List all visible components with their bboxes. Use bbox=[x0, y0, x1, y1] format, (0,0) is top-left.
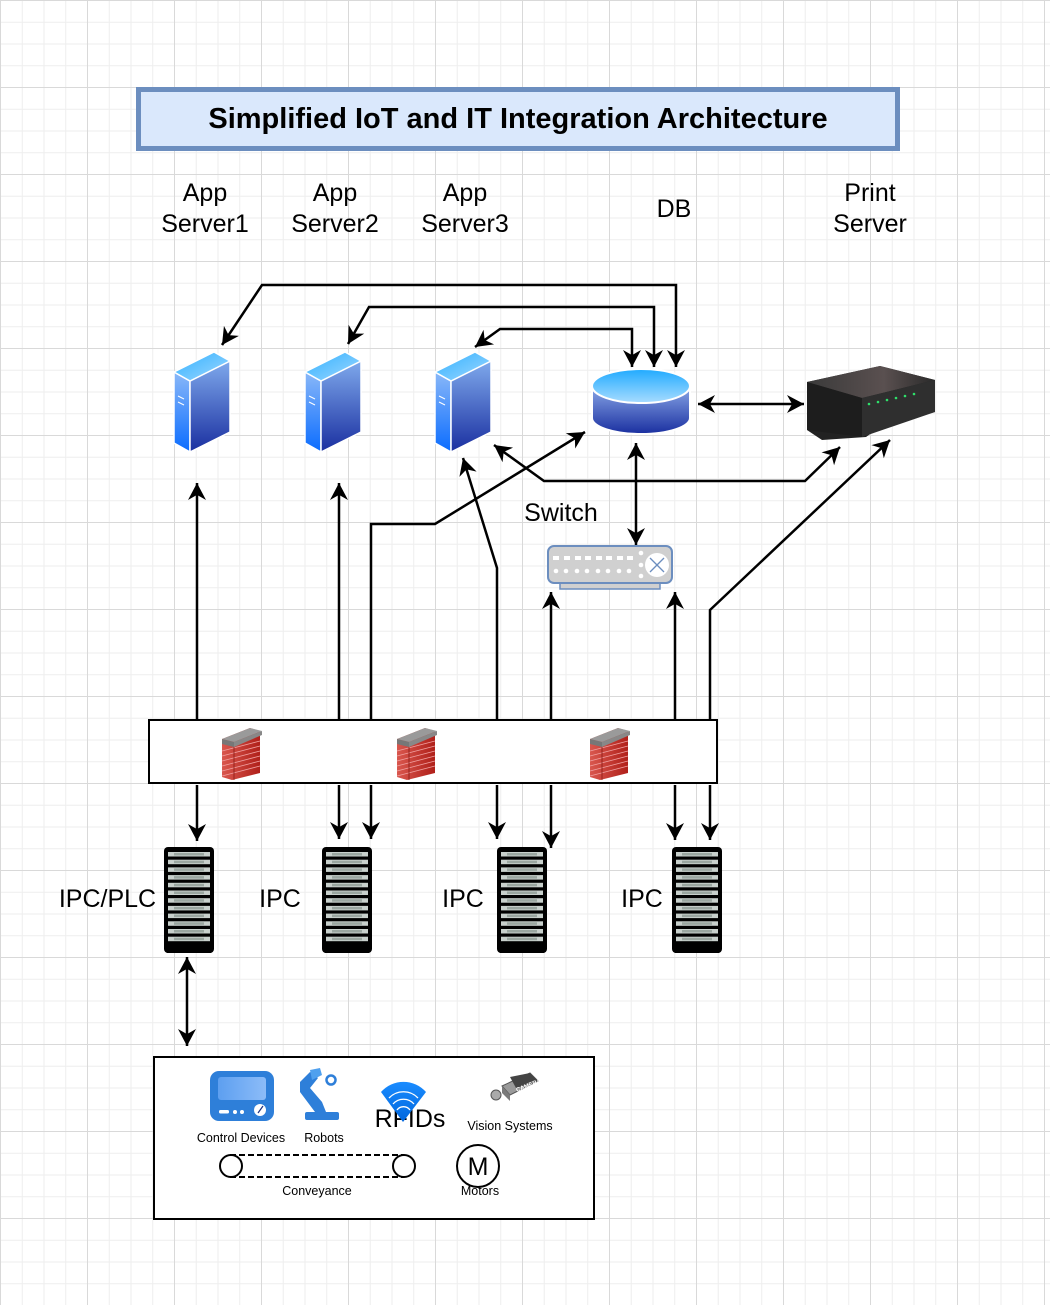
vision-systems-label: Vision Systems bbox=[467, 1119, 553, 1133]
conveyance-label: Conveyance bbox=[282, 1184, 352, 1198]
db-to-app-server1-link[interactable] bbox=[220, 283, 678, 367]
firewall-to-print-server-link[interactable] bbox=[708, 439, 891, 720]
app-server3-print-server-link-tail bbox=[494, 445, 514, 463]
firewall-to-db-link[interactable] bbox=[369, 430, 586, 720]
ipc3-rack-icon[interactable] bbox=[672, 847, 722, 953]
diagram-title-text: Simplified IoT and IT Integration Archit… bbox=[208, 102, 828, 135]
database-icon[interactable] bbox=[591, 368, 691, 435]
firewall-to-ipc1-link-a-head bbox=[330, 822, 348, 839]
switch-label-text: Switch bbox=[524, 499, 598, 527]
app-server3-label: App Server3 bbox=[415, 178, 515, 240]
firewall-to-app-server1-link-head bbox=[188, 483, 206, 500]
control-devices-label: Control Devices bbox=[196, 1131, 286, 1145]
db-switch-link-tail bbox=[627, 443, 645, 460]
firewall-to-ipc3-link-b-head bbox=[701, 823, 719, 840]
ipc1-label: IPC bbox=[250, 884, 310, 915]
app-server1-label-line2: Server1 bbox=[161, 210, 249, 238]
firewall-to-switch-link-b-head bbox=[666, 592, 684, 609]
firewall-to-app-server3-link-head bbox=[459, 458, 477, 477]
connection-lines bbox=[185, 283, 891, 1046]
firewall-to-app-server2-link-head bbox=[330, 483, 348, 500]
switch-label: Switch bbox=[511, 498, 611, 529]
app-server3-print-server-link-head bbox=[821, 447, 840, 466]
db-to-app-server2-link-head bbox=[348, 324, 365, 344]
app-server3-label-line2: Server3 bbox=[421, 210, 509, 238]
motors-label: Motors bbox=[460, 1184, 500, 1198]
db-to-app-server2-link[interactable] bbox=[346, 305, 656, 367]
db-print-server-link-head bbox=[787, 395, 804, 413]
db-label-text: DB bbox=[656, 195, 692, 223]
robots-label: Robots bbox=[304, 1131, 344, 1145]
firewall-to-ipc-plc-link-head bbox=[188, 824, 206, 841]
ipc3-label: IPC bbox=[612, 884, 672, 915]
firewall-to-ipc2-link-b-head bbox=[542, 831, 560, 848]
firewall-to-app-server3-link[interactable] bbox=[461, 457, 499, 720]
print-server-label-line2: Server bbox=[833, 210, 907, 238]
firewall-to-ipc3-link-a-head bbox=[666, 823, 684, 840]
app-server1-label-line1: App bbox=[182, 179, 228, 207]
firewall1-icon bbox=[221, 728, 262, 780]
firewall2-icon bbox=[396, 728, 437, 780]
ipc2-rack-icon[interactable] bbox=[497, 847, 547, 953]
firewall-to-db-link-head bbox=[565, 432, 585, 449]
app-server2-label-line1: App bbox=[312, 179, 358, 207]
ipc-plc-rack-icon[interactable] bbox=[164, 847, 214, 953]
app-server1-label: App Server1 bbox=[155, 178, 255, 240]
print-server-label: Print Server bbox=[820, 178, 920, 240]
app-server3-label-line1: App bbox=[442, 179, 488, 207]
db-to-app-server3-link-head bbox=[475, 329, 495, 347]
db-print-server-link-tail bbox=[698, 395, 715, 413]
robot-arm-icon bbox=[300, 1068, 339, 1120]
motor-icon: M bbox=[456, 1144, 500, 1188]
app-server2-icon[interactable] bbox=[303, 351, 363, 454]
db-to-app-server2-link-tail bbox=[645, 350, 663, 367]
firewall3-icon bbox=[589, 728, 630, 780]
network-switch-icon[interactable] bbox=[547, 545, 673, 590]
app-server2-label: App Server2 bbox=[285, 178, 385, 240]
ipc-plc-label-text: IPC/PLC bbox=[58, 885, 157, 913]
app-server3-print-server-link[interactable] bbox=[493, 443, 841, 483]
ipc1-label-text: IPC bbox=[259, 885, 301, 913]
db-to-app-server3-link-tail bbox=[623, 350, 641, 367]
rfid-icon bbox=[381, 1081, 426, 1122]
conveyor-icon bbox=[219, 1154, 416, 1178]
motor-symbol: M bbox=[468, 1153, 489, 1181]
ipc-plc-label: IPC/PLC bbox=[50, 884, 165, 915]
app-server3-icon[interactable] bbox=[433, 351, 493, 454]
control-devices-icon bbox=[210, 1071, 274, 1121]
ipc3-label-text: IPC bbox=[621, 885, 663, 913]
print-server-label-line1: Print bbox=[844, 179, 896, 207]
app-server2-label-line2: Server2 bbox=[291, 210, 379, 238]
firewall-to-switch-link-a-head bbox=[542, 592, 560, 609]
ipc2-label: IPC bbox=[433, 884, 493, 915]
firewall-to-ipc1-link-b-head bbox=[362, 822, 380, 839]
db-label: DB bbox=[624, 194, 724, 225]
arrowheads bbox=[178, 324, 890, 1046]
firewall-to-print-server-link-head bbox=[871, 440, 890, 459]
firewall-to-ipc2-link-a-head bbox=[488, 822, 506, 839]
diagram-title: Simplified IoT and IT Integration Archit… bbox=[136, 87, 900, 151]
ipc-plc-field-devices-link-tail bbox=[178, 957, 196, 974]
db-to-app-server1-link-head bbox=[222, 325, 239, 345]
db-switch-link-head bbox=[627, 528, 645, 545]
ipc-plc-field-devices-link-head bbox=[178, 1029, 196, 1046]
ipc1-rack-icon[interactable] bbox=[322, 847, 372, 953]
db-to-app-server3-link[interactable] bbox=[474, 327, 634, 367]
db-to-app-server1-link-tail bbox=[667, 350, 685, 367]
print-server-icon[interactable] bbox=[807, 366, 935, 440]
app-server1-icon[interactable] bbox=[172, 351, 232, 454]
camera-icon: CAMERA bbox=[490, 1072, 543, 1101]
ipc2-label-text: IPC bbox=[442, 885, 484, 913]
